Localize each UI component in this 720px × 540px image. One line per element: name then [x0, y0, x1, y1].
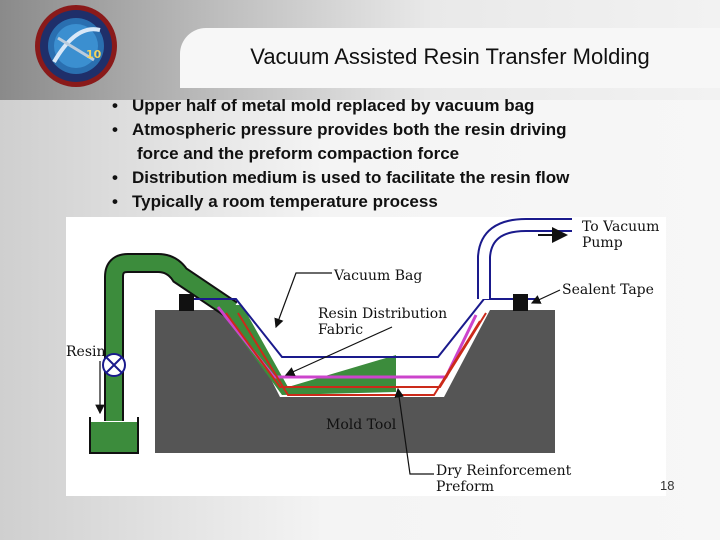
nesc-logo: 10: [35, 5, 117, 87]
bullet-item: Atmospheric pressure provides both the r…: [112, 118, 712, 142]
inlet-pipe-resin: [106, 255, 237, 421]
resin-distribution-label: Fabric: [318, 322, 363, 338]
bullet-item: Distribution medium is used to facilitat…: [112, 166, 712, 190]
sealant-tape-leader: [530, 289, 561, 304]
resin-pool: [91, 422, 137, 452]
mold-tool-label: Mold Tool: [326, 417, 397, 433]
to-vacuum-pump-label: Pump: [582, 235, 623, 251]
vacuum-bag: [182, 298, 536, 358]
valve-cross: [105, 356, 123, 374]
varm-diagram: To Vacuum Pump Vacuum Bag Sealent Tape R…: [66, 217, 666, 496]
mold-tool: [155, 310, 555, 453]
sealant-tape-label: Sealent Tape: [562, 282, 654, 298]
preform-leader: [394, 387, 434, 475]
resin-reservoir: [89, 417, 139, 454]
resin-distribution-label: Resin Distribution: [318, 306, 447, 322]
logo-badge: 10: [86, 48, 102, 61]
vacuum-bag-label: Vacuum Bag: [333, 268, 422, 284]
dry-reinforcement-label: Preform: [436, 479, 494, 495]
bullet-item-continuation: force and the preform compaction force: [137, 144, 460, 163]
resin-label: Resin: [66, 344, 106, 360]
page-number: 18: [660, 478, 675, 493]
sealant-tape-right: [513, 294, 528, 311]
slide-title: Vacuum Assisted Resin Transfer Molding: [250, 44, 650, 69]
bullet-list: Upper half of metal mold replaced by vac…: [112, 94, 712, 214]
sealant-tape-left: [179, 294, 194, 311]
bullet-item: Upper half of metal mold replaced by vac…: [112, 94, 712, 118]
resin-flow-front: [216, 305, 396, 395]
header-panel: [180, 28, 720, 88]
dry-reinforcement-label: Dry Reinforcement: [436, 463, 572, 479]
to-vacuum-pump-label: To Vacuum: [582, 219, 659, 235]
vacuum-bag-leader: [274, 272, 332, 329]
fabric-leader: [284, 326, 393, 376]
bullet-item: Typically a room temperature process: [112, 190, 712, 214]
dry-preform-layer: [237, 312, 481, 396]
vacuum-line-inner: [479, 220, 572, 299]
